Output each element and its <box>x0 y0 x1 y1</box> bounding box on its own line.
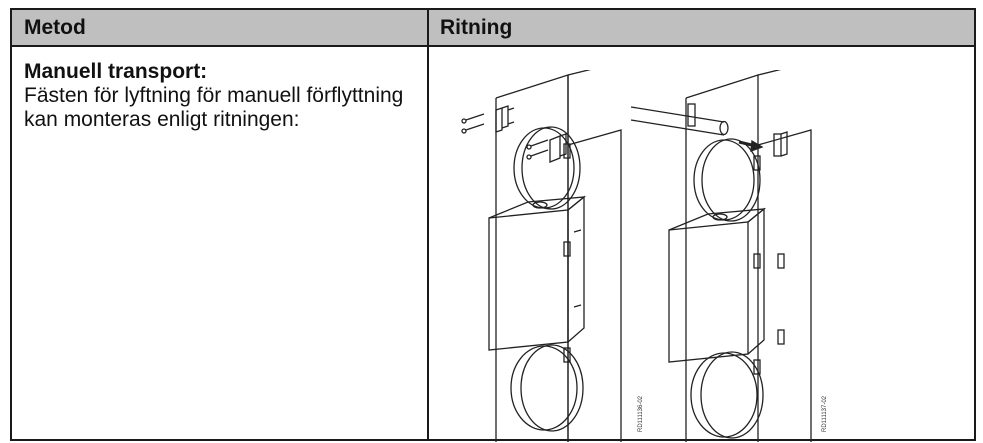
header-ritning: Ritning <box>440 16 513 39</box>
instruction-table: Metod Ritning Manuell transport: Fästen … <box>10 8 976 442</box>
method-cell: Manuell transport: Fästen för lyftning f… <box>24 60 419 132</box>
header-metod: Metod <box>24 16 86 39</box>
unit-left <box>461 70 622 442</box>
column-divider <box>427 10 429 439</box>
lifting-bracket-left <box>461 105 567 163</box>
method-text: Fästen för lyftning för manuell förflytt… <box>24 84 404 131</box>
method-title: Manuell transport: <box>24 60 208 83</box>
table-header-row: Metod Ritning <box>12 10 974 47</box>
lifting-pole <box>630 106 729 136</box>
drawing-id-right: RD111137-02 <box>822 395 828 432</box>
unit-right <box>630 70 812 442</box>
mounting-drawing: RD111136-02 RD111137-02 <box>461 70 828 442</box>
drawing-id-left: RD111136-02 <box>638 395 644 432</box>
